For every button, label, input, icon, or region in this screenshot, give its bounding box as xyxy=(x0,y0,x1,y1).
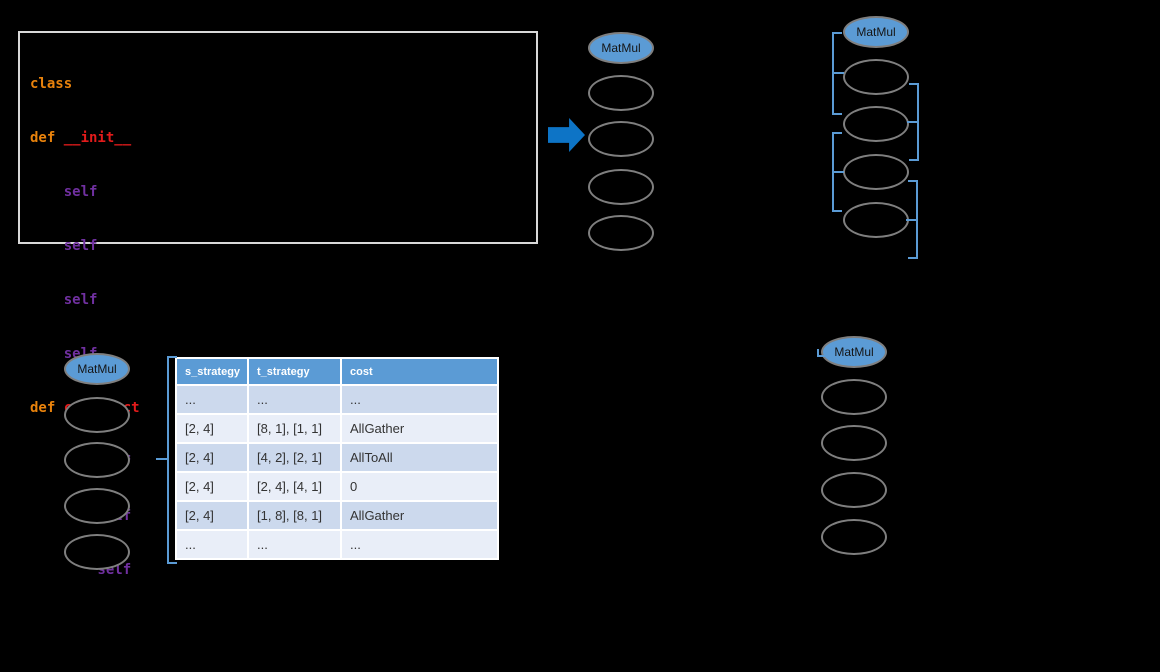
graph-node xyxy=(843,154,909,190)
table-row: ... ... ... xyxy=(175,384,499,415)
table-cell: [2, 4] xyxy=(175,442,249,473)
table-cell: [4, 2], [2, 1] xyxy=(247,442,342,473)
code-self: self xyxy=(30,292,98,308)
graph-node xyxy=(588,121,654,157)
table-row: [2, 4] [4, 2], [2, 1] AllToAll xyxy=(175,442,499,473)
graph-node xyxy=(588,75,654,111)
graph-node xyxy=(821,519,887,555)
table-cell: ... xyxy=(340,529,499,560)
code-keyword: class xyxy=(30,76,73,92)
code-line: self xyxy=(30,291,536,309)
table-cell: AllGather xyxy=(340,413,499,444)
matmul-node: MatMul xyxy=(821,336,887,368)
code-line: self xyxy=(30,237,536,255)
table-row: ... ... ... xyxy=(175,529,499,560)
graph-node xyxy=(843,106,909,142)
graph-node xyxy=(843,59,909,95)
matmul-label: MatMul xyxy=(834,345,874,359)
matmul-label: MatMul xyxy=(601,41,641,55)
table-cell: ... xyxy=(175,384,249,415)
graph-node xyxy=(821,379,887,415)
code-self: self xyxy=(30,238,98,254)
code-line: class xyxy=(30,75,536,93)
column-header: s_strategy xyxy=(175,357,249,386)
table-cell: AllGather xyxy=(340,500,499,531)
table-cell: ... xyxy=(175,529,249,560)
graph-node xyxy=(843,202,909,238)
graph-node xyxy=(64,534,130,570)
table-row: [2, 4] [1, 8], [8, 1] AllGather xyxy=(175,500,499,531)
table-cell: [1, 8], [8, 1] xyxy=(247,500,342,531)
code-keyword: def xyxy=(30,130,64,146)
graph-node xyxy=(821,472,887,508)
table-cell: [8, 1], [1, 1] xyxy=(247,413,342,444)
matmul-label: MatMul xyxy=(856,25,896,39)
right-arrow-icon xyxy=(548,118,585,152)
table-row: [2, 4] [8, 1], [1, 1] AllGather xyxy=(175,413,499,444)
column-header: cost xyxy=(340,357,499,386)
graph-node xyxy=(821,425,887,461)
table-cell: [2, 4] xyxy=(175,471,249,502)
graph-node xyxy=(64,488,130,524)
graph-node xyxy=(64,397,130,433)
table-cell: ... xyxy=(247,384,342,415)
matmul-node: MatMul xyxy=(588,32,654,64)
code-keyword: def xyxy=(30,400,64,416)
graph-node xyxy=(588,215,654,251)
table-cell: ... xyxy=(340,384,499,415)
code-line: self xyxy=(30,183,536,201)
strategy-cost-table: s_strategy t_strategy cost ... ... ... [… xyxy=(175,357,499,560)
table-header-row: s_strategy t_strategy cost xyxy=(175,357,499,386)
table-cell: 0 xyxy=(340,471,499,502)
code-self: self xyxy=(30,184,98,200)
graph-node xyxy=(64,442,130,478)
matmul-node: MatMul xyxy=(843,16,909,48)
table-cell: [2, 4], [4, 1] xyxy=(247,471,342,502)
column-header: t_strategy xyxy=(247,357,342,386)
matmul-label: MatMul xyxy=(77,362,117,376)
table-cell: [2, 4] xyxy=(175,500,249,531)
graph-node xyxy=(588,169,654,205)
table-cell: ... xyxy=(247,529,342,560)
code-func-name: __init__ xyxy=(63,130,132,146)
table-cell: AllToAll xyxy=(340,442,499,473)
code-line: def __init__ xyxy=(30,129,536,147)
table-cell: [2, 4] xyxy=(175,413,249,444)
matmul-node: MatMul xyxy=(64,353,130,385)
table-row: [2, 4] [2, 4], [4, 1] 0 xyxy=(175,471,499,502)
code-block: class def __init__ self self self self d… xyxy=(18,31,538,578)
